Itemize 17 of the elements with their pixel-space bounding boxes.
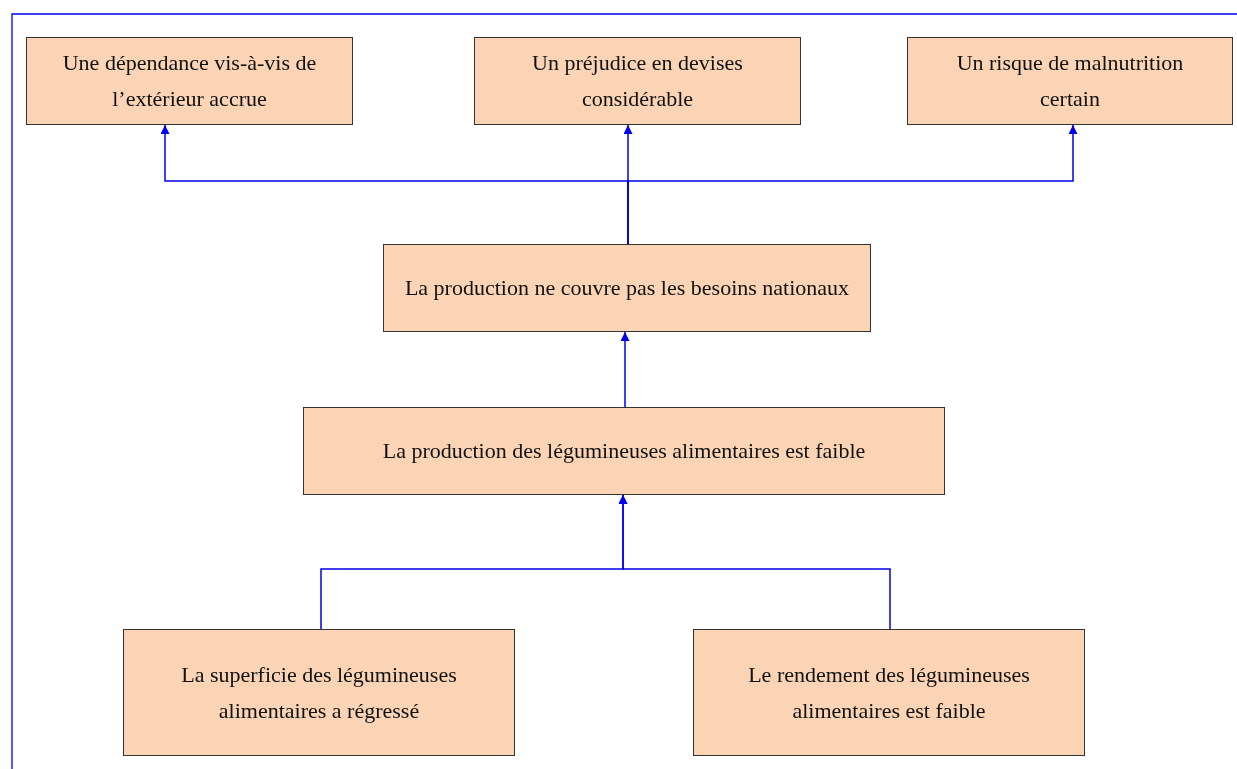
box-text: Une dépendance vis-à-vis de l’extérieur accrue (61, 49, 318, 113)
text-box (907, 37, 1233, 125)
box-text: La superficie des légumineuses alimentaires a régressé (180, 660, 458, 725)
text-box (303, 407, 945, 495)
box-text: Le rendement des légumineuses alimentaires est faible (747, 660, 1031, 725)
arrow (620, 331, 630, 408)
box-text: La production des légumineuses alimentaires est faible (382, 437, 866, 465)
box-text: La production ne couvre pas les besoins nationaux (404, 274, 850, 302)
arrow (627, 124, 1078, 245)
text-box (693, 629, 1085, 756)
text-box (26, 37, 353, 125)
text-box (383, 244, 871, 332)
text-box (474, 37, 801, 125)
box-text: Un risque de malnutrition certain (955, 49, 1185, 113)
arrow (618, 494, 891, 630)
text-box (123, 629, 515, 756)
box-text: Un préjudice en devises considérable (531, 49, 744, 113)
